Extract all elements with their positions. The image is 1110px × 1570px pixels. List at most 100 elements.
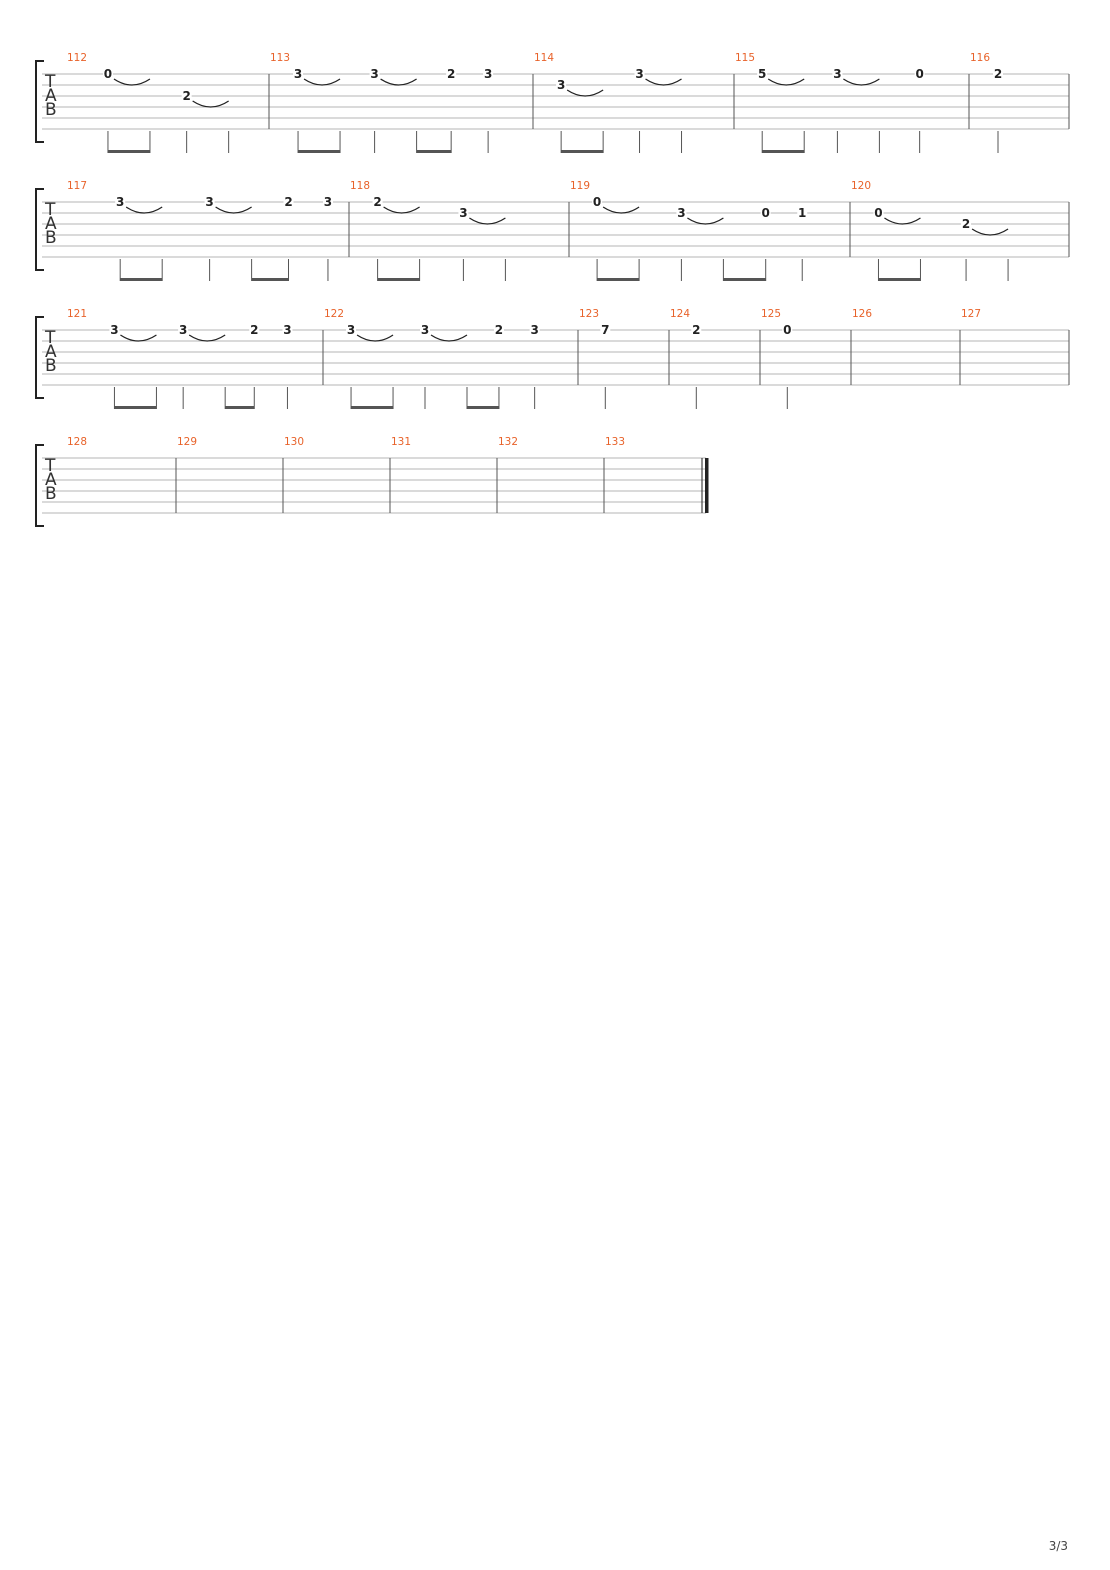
tab-clef-letter: B xyxy=(45,100,57,120)
measure-number: 123 xyxy=(579,308,599,320)
fret-number: 2 xyxy=(250,323,258,337)
fret-number: 3 xyxy=(459,206,467,220)
fret-number: 2 xyxy=(284,195,292,209)
fret-mask xyxy=(204,196,215,208)
tab-clef-letter: T xyxy=(44,456,56,476)
eighth-beam xyxy=(377,278,420,281)
measure-number: 128 xyxy=(67,436,87,448)
tie-arc xyxy=(383,206,420,214)
tie-arc xyxy=(971,228,1009,236)
fret-number: 0 xyxy=(104,67,112,81)
fret-mask xyxy=(293,68,304,80)
measure: 129 xyxy=(177,436,197,448)
tab-clef-letter: B xyxy=(45,228,57,248)
fret-number: 3 xyxy=(179,323,187,337)
tie-arc xyxy=(566,89,604,97)
tab-clef-letter: A xyxy=(45,470,57,490)
fret-mask xyxy=(691,324,702,336)
fret-number: 5 xyxy=(758,67,766,81)
fret-mask xyxy=(914,68,925,80)
fret-number: 3 xyxy=(557,78,565,92)
measure: 130 xyxy=(284,436,304,448)
fret-number: 3 xyxy=(294,67,302,81)
eighth-beam xyxy=(225,406,255,409)
fret-mask xyxy=(109,324,120,336)
measure-number: 129 xyxy=(177,436,197,448)
eighth-beam xyxy=(251,278,289,281)
fret-mask xyxy=(757,68,768,80)
fret-mask xyxy=(420,324,430,336)
fret-mask xyxy=(322,196,333,208)
fret-number: 3 xyxy=(116,195,124,209)
fret-mask xyxy=(832,68,843,80)
system-bracket xyxy=(35,316,44,399)
eighth-beam xyxy=(107,150,150,153)
tie-arc xyxy=(215,206,252,214)
tie-arc xyxy=(113,78,151,86)
fret-mask xyxy=(676,207,687,219)
tab-clef-letter: A xyxy=(45,214,57,234)
tie-arc xyxy=(645,78,682,86)
eighth-beam xyxy=(467,406,499,409)
fret-mask xyxy=(961,218,972,230)
fret-number: 0 xyxy=(915,67,923,81)
fret-mask xyxy=(458,207,469,219)
fret-mask xyxy=(249,324,260,336)
fret-number: 2 xyxy=(447,67,455,81)
eighth-beam xyxy=(298,150,341,153)
tie-arc xyxy=(192,100,229,108)
measure-number: 115 xyxy=(735,52,755,64)
fret-mask xyxy=(446,68,457,80)
tie-arc xyxy=(602,206,640,214)
system-bracket xyxy=(35,60,44,143)
measure-number: 122 xyxy=(324,308,344,320)
fret-mask xyxy=(592,196,603,208)
fret-number: 3 xyxy=(677,206,685,220)
fret-number: 3 xyxy=(205,195,213,209)
page-number: 3/3 xyxy=(1048,1539,1068,1553)
measure: 132 xyxy=(498,436,518,448)
measure-number: 114 xyxy=(534,52,554,64)
measure-number: 121 xyxy=(67,308,87,320)
measure: 126 xyxy=(852,308,872,320)
fret-mask xyxy=(634,68,645,80)
fret-number: 3 xyxy=(484,67,492,81)
eighth-beam xyxy=(762,150,805,153)
tie-arc xyxy=(884,217,921,225)
fret-mask xyxy=(282,324,293,336)
fret-number: 2 xyxy=(692,323,700,337)
system-bracket xyxy=(35,188,44,271)
fret-mask xyxy=(993,68,1003,80)
fret-number: 3 xyxy=(110,323,118,337)
measure-number: 127 xyxy=(961,308,981,320)
fret-mask xyxy=(873,207,884,219)
fret-number: 0 xyxy=(762,206,770,220)
measure-number: 120 xyxy=(851,180,871,192)
measure-number: 124 xyxy=(670,308,690,320)
fret-number: 0 xyxy=(874,206,882,220)
eighth-beam xyxy=(561,150,604,153)
system-bracket xyxy=(35,444,44,527)
measure-number: 126 xyxy=(852,308,872,320)
fret-mask xyxy=(797,207,808,219)
tie-arc xyxy=(687,217,724,225)
fret-mask xyxy=(529,324,540,336)
fret-mask xyxy=(178,324,189,336)
measure-number: 117 xyxy=(67,180,87,192)
measure-number: 132 xyxy=(498,436,518,448)
measure: 131 xyxy=(391,436,411,448)
measure-number: 116 xyxy=(970,52,990,64)
tie-arc xyxy=(469,217,506,225)
measure-number: 125 xyxy=(761,308,781,320)
fret-mask xyxy=(283,196,294,208)
tie-arc xyxy=(843,78,880,86)
fret-number: 3 xyxy=(833,67,841,81)
